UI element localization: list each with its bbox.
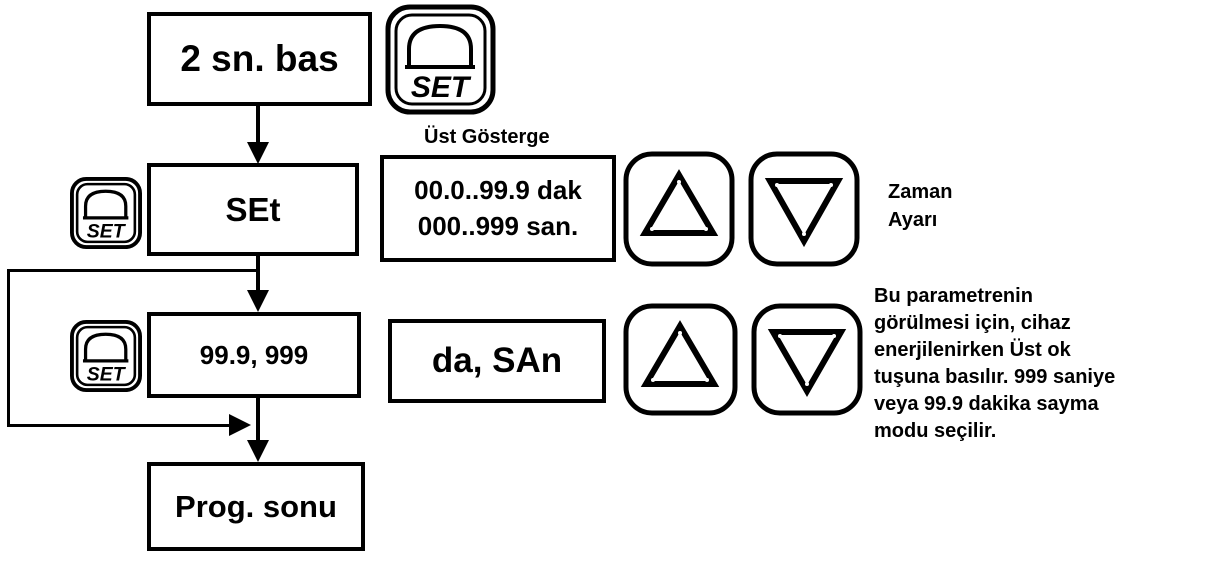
arrow-to-step4 bbox=[247, 440, 269, 462]
mode-display-value: da, SAn bbox=[431, 341, 563, 380]
arrow-to-step3 bbox=[247, 290, 269, 312]
down-triangle-icon-1[interactable] bbox=[748, 151, 860, 267]
connector-step1-step2 bbox=[256, 106, 260, 144]
set-key-label: SET bbox=[411, 71, 472, 104]
upper-display-box: 00.0..99.9 dak 000..999 san. bbox=[380, 155, 616, 262]
step-mode-label: 99.9, 999 bbox=[199, 339, 309, 370]
set-key-label-small-1: SET bbox=[87, 220, 127, 242]
step-2sn-bas-box: 2 sn. bas bbox=[147, 12, 372, 106]
step-mode-box: 99.9, 999 bbox=[147, 312, 361, 398]
set-key-icon-small-2[interactable]: SET bbox=[70, 320, 142, 392]
step-2sn-bas-label: 2 sn. bas bbox=[180, 38, 339, 79]
loop-bottom-line bbox=[7, 424, 229, 427]
upper-display-line1: 00.0..99.9 dak bbox=[414, 175, 582, 206]
step-set-box: SEt bbox=[147, 163, 359, 256]
loop-arrow-right bbox=[229, 414, 251, 436]
connector-step3-step4 bbox=[256, 398, 260, 442]
down-triangle-icon-2[interactable] bbox=[751, 303, 863, 416]
step-prog-sonu-label: Prog. sonu bbox=[175, 488, 337, 524]
up-triangle-icon-1[interactable] bbox=[623, 151, 735, 267]
set-key-label-small-2: SET bbox=[87, 363, 127, 385]
set-key-icon[interactable]: SET bbox=[385, 4, 496, 115]
loop-top-line bbox=[7, 269, 260, 272]
step-set-label: SEt bbox=[225, 190, 281, 228]
set-key-icon-small-1[interactable]: SET bbox=[70, 177, 142, 249]
arrow-to-step2 bbox=[247, 142, 269, 164]
loop-left-line bbox=[7, 269, 10, 427]
mode-selection-note: Bu parametrenin görülmesi için, cihaz en… bbox=[874, 285, 1116, 442]
upper-display-line2: 000..999 san. bbox=[417, 210, 579, 241]
time-setting-note: Zaman Ayarı bbox=[888, 181, 953, 231]
connector-step2-step3 bbox=[256, 256, 260, 292]
mode-display-box: da, SAn bbox=[388, 319, 606, 403]
upper-display-title: Üst Gösterge bbox=[424, 126, 550, 148]
step-prog-sonu-box: Prog. sonu bbox=[147, 462, 365, 551]
up-triangle-icon-2[interactable] bbox=[623, 303, 738, 416]
